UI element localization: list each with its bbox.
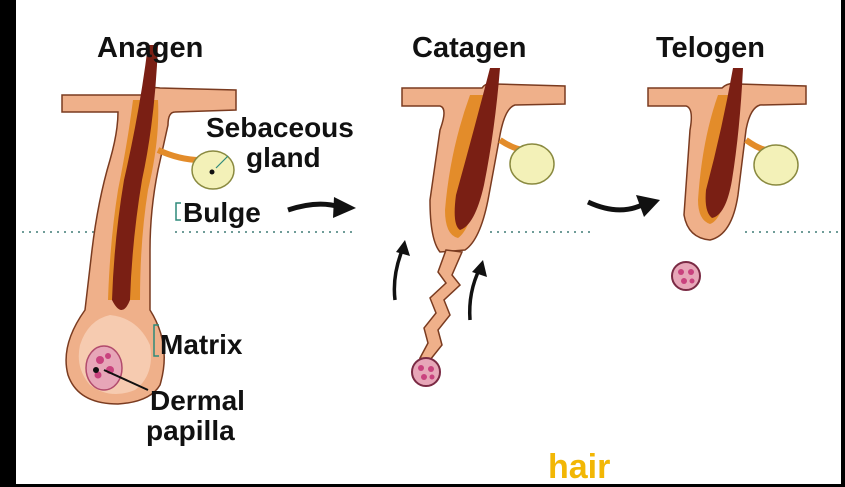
caption-hair: hair [548, 448, 610, 486]
sebaceous-gland-label-line2: gland [246, 142, 321, 173]
stage-title-catagen: Catagen [412, 32, 526, 64]
stage-title-telogen: Telogen [656, 32, 765, 64]
dermal-papilla-label-line1: Dermal [150, 385, 245, 416]
sebaceous-gland-label-line1: Sebaceous [206, 112, 354, 143]
matrix-label: Matrix [160, 329, 243, 360]
bulge-label: Bulge [183, 197, 261, 228]
dermal-papilla [86, 346, 122, 390]
dermal-papilla-label-line2: papilla [146, 415, 235, 446]
stage-title-anagen: Anagen [97, 32, 203, 64]
gland-dot [210, 170, 215, 175]
